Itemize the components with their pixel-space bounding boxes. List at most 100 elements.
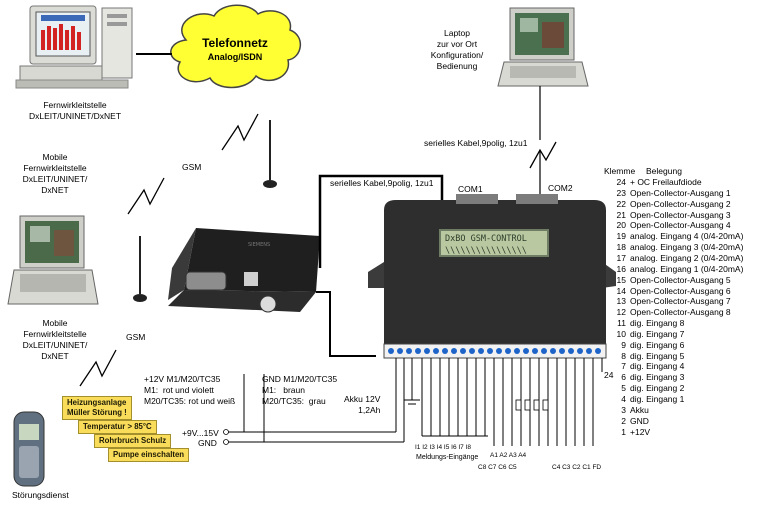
terminal-function: Open-Collector-Ausgang 2 <box>630 198 731 209</box>
phone-message: Temperatur > 85°C <box>78 420 157 434</box>
service-label: Störungsdienst <box>12 490 69 500</box>
svg-text:SIEMENS: SIEMENS <box>248 242 270 248</box>
cloud-subtitle: Analog/ISDN <box>207 52 263 62</box>
telefonnetz-cloud-icon <box>170 4 301 89</box>
terminal-function: Open-Collector-Ausgang 6 <box>630 285 731 296</box>
terminal-number: 13 <box>616 296 626 307</box>
terminal-row: 23 Open-Collector-Ausgang 1 <box>606 188 731 199</box>
terminal-number: 22 <box>616 198 626 209</box>
terminal-row: 10 dig. Eingang 7 <box>606 328 685 340</box>
terminal-row: 7 dig. Eingang 4 <box>606 361 684 372</box>
terminal-number: 15 <box>616 274 626 285</box>
terminal-row: 22 Open-Collector-Ausgang 2 <box>606 199 731 210</box>
terminal-function: dig. Eingang 5 <box>630 350 685 361</box>
terminal-row: 13 Open-Collector-Ausgang 7 <box>606 296 731 307</box>
terminal-number: 2 <box>621 415 626 426</box>
terminal-row: 24 + OC Freilaufdiode <box>606 177 702 188</box>
phone-message: Heizungsanlage Müller Störung ! <box>62 396 132 420</box>
terminal-number: 1 <box>621 426 626 437</box>
terminal-function: dig. Eingang 6 <box>630 339 685 350</box>
cloud-title: Telefonnetz <box>202 36 268 50</box>
terminal-function: Open-Collector-Ausgang 7 <box>630 296 731 307</box>
terminal-row: 2 GND <box>606 416 649 427</box>
terminal-number: 4 <box>621 394 626 404</box>
desktop-pc-icon <box>15 5 133 89</box>
terminal-number: 3 <box>621 404 626 415</box>
terminal-function: + OC Freilaufdiode <box>630 177 702 187</box>
terminal-number: 16 <box>616 263 626 274</box>
battery-label: Akku 12V 1,2Ah <box>344 394 381 415</box>
serial-cable-label-2: serielles Kabel,9polig, 1zu1 <box>330 178 434 188</box>
terminal-number: 10 <box>616 328 626 339</box>
oc-left-label: C8 C7 C6 C5 <box>478 464 517 471</box>
terminal-row: 19 analog. Eingang 4 (0/4-20mA) <box>606 231 744 242</box>
terminal-24-label: 24 <box>604 370 614 380</box>
terminal-row: 14 Open-Collector-Ausgang 6 <box>606 286 731 297</box>
phone-message: Rohrbruch Schulz <box>94 434 172 448</box>
terminal-function: Open-Collector-Ausgang 4 <box>630 220 731 231</box>
terminal-row: 8 dig. Eingang 5 <box>606 351 684 362</box>
terminal-number: 18 <box>616 242 626 253</box>
terminal-header-right: Belegung <box>646 166 682 176</box>
gsm-modem-icon: SIEMENS <box>168 228 320 313</box>
terminal-function: dig. Eingang 1 <box>630 394 685 404</box>
terminal-number: 9 <box>621 339 626 350</box>
terminal-number: 14 <box>616 285 626 296</box>
terminal-function: analog. Eingang 3 (0/4-20mA) <box>630 242 744 253</box>
terminal-number: 7 <box>621 361 626 372</box>
terminal-number: 11 <box>617 318 626 329</box>
terminal-number: 12 <box>616 307 626 318</box>
terminal-row: 18 analog. Eingang 3 (0/4-20mA) <box>606 242 744 253</box>
terminal-row: 4 dig. Eingang 1 <box>606 394 684 405</box>
terminal-function: dig. Eingang 3 <box>630 372 685 383</box>
gsm-label: GSM <box>182 162 202 172</box>
mobile-phone-icon <box>13 411 45 487</box>
control-box-icon <box>368 194 616 359</box>
laptop-label: Laptop zur vor Ort Konfiguration/ Bedien… <box>430 28 484 71</box>
mobile-station-label-2: Mobile Fernwirkleitstelle DxLEIT/UNINET/… <box>22 318 88 361</box>
terminal-function: analog. Eingang 4 (0/4-20mA) <box>630 231 744 242</box>
com1-label: COM1 <box>458 184 483 194</box>
gsm-label-2: GSM <box>126 332 146 342</box>
terminal-function: Open-Collector-Ausgang 5 <box>630 274 731 285</box>
terminal-number: 8 <box>621 350 626 361</box>
terminal-function: dig. Eingang 4 <box>630 361 685 372</box>
terminal-number: 5 <box>621 383 626 394</box>
terminal-function: Open-Collector-Ausgang 8 <box>630 307 731 318</box>
com2-label: COM2 <box>548 183 573 193</box>
terminal-function: analog. Eingang 1 (0/4-20mA) <box>630 263 744 274</box>
antenna-icon <box>263 120 277 188</box>
analog-label: A1 A2 A3 A4 <box>490 452 527 459</box>
plus-wiring-label: +12V M1/M20/TC35 M1: rot und violett M20… <box>144 374 236 406</box>
terminal-function: GND <box>630 415 649 426</box>
inputs-label: I1 I2 I3 I4 I5 I6 I7 I8 <box>415 444 472 451</box>
terminal-function: dig. Eingang 8 <box>630 318 685 329</box>
terminal-row: 11 dig. Eingang 8 <box>606 318 684 329</box>
terminal-function: Akku <box>630 404 649 415</box>
remote-station-label: Fernwirkleitstelle DxLEIT/UNINET/DxNET <box>28 100 122 121</box>
laptop-icon <box>497 7 589 87</box>
supply-label: +9V...15V <box>182 428 219 438</box>
terminal-number: 19 <box>616 231 626 242</box>
terminal-function: Open-Collector-Ausgang 1 <box>630 187 731 198</box>
terminal-row: 9 dig. Eingang 6 <box>606 340 684 351</box>
terminal-function: dig. Eingang 7 <box>630 328 685 339</box>
terminal-row: 3 Akku <box>606 405 649 416</box>
inputs-caption: Meldungs-Eingänge <box>416 454 479 461</box>
antenna-icon <box>133 236 147 302</box>
terminal-number: 23 <box>616 187 626 198</box>
terminal-row: 16 analog. Eingang 1 (0/4-20mA) <box>606 263 744 275</box>
mobile-laptop-icon <box>7 215 99 305</box>
terminal-number: 17 <box>616 252 626 263</box>
lcd-line-2: \\\\\\\\\\\\\\\\ <box>445 246 527 256</box>
terminal-number: 21 <box>616 209 626 220</box>
terminal-function: dig. Eingang 2 <box>630 383 685 394</box>
terminal-number: 24 <box>616 177 626 187</box>
terminal-row: 1+12V <box>606 427 650 438</box>
serial-cable-label: serielles Kabel,9polig, 1zu1 <box>424 138 528 148</box>
